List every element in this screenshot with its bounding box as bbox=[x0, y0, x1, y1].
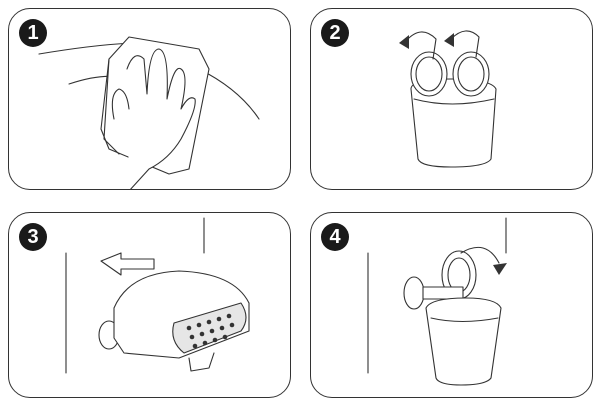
step-2-panel: 2 bbox=[310, 8, 593, 190]
press-onto-wall-illustration bbox=[65, 217, 250, 374]
step-4-panel: 4 bbox=[310, 212, 593, 398]
step-1-panel: 1 bbox=[8, 8, 291, 190]
step-number-badge: 2 bbox=[321, 19, 349, 47]
step-number-badge: 1 bbox=[19, 19, 47, 47]
step-number-badge: 3 bbox=[19, 223, 47, 251]
wipe-surface-illustration bbox=[38, 36, 260, 189]
step-3-panel: 3 bbox=[8, 212, 291, 398]
attach-suction-cups-illustration bbox=[399, 30, 497, 168]
turn-to-lock-illustration bbox=[367, 217, 507, 386]
step-number-badge: 4 bbox=[321, 223, 349, 251]
